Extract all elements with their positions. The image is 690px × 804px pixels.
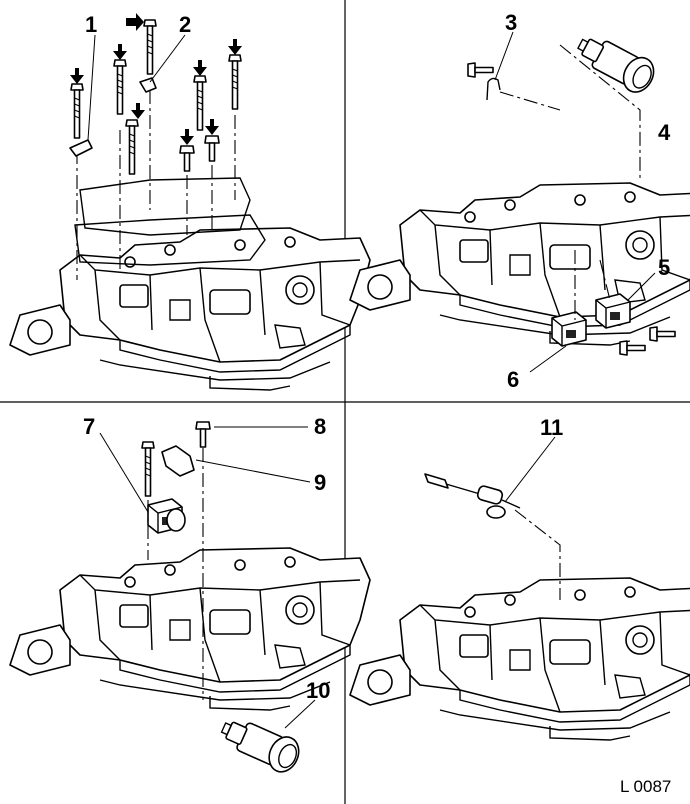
gasket <box>74 214 266 266</box>
clip-3 <box>486 77 501 101</box>
clip-9 <box>161 445 195 477</box>
callout-6: 6 <box>507 367 519 392</box>
separator-plate <box>79 177 251 236</box>
callout-9: 9 <box>314 470 326 495</box>
callout-11: 11 <box>540 415 563 440</box>
callout-4: 4 <box>658 120 671 145</box>
callout-2: 2 <box>179 12 191 37</box>
spring-clip <box>69 139 93 157</box>
panel-top-left: 1 2 <box>9 12 371 391</box>
callout-10: 10 <box>306 678 330 703</box>
callout-8: 8 <box>314 414 326 439</box>
solenoid-4 <box>571 27 661 99</box>
callout-7: 7 <box>83 414 95 439</box>
bolt-group <box>70 19 242 175</box>
bracket-5 <box>595 293 631 329</box>
retaining-clip <box>139 77 157 93</box>
panel-bottom-left: 7 8 9 10 <box>9 414 371 778</box>
callout-5: 5 <box>658 255 670 280</box>
bolt-arrows <box>70 13 242 145</box>
panel-bottom-right: 11 <box>349 415 690 741</box>
callout-1: 1 <box>85 12 97 37</box>
figure-reference: L 0087 <box>620 777 671 796</box>
solenoid-10 <box>215 710 305 778</box>
wiring-harness-11 <box>424 473 521 519</box>
panel-top-right: 3 4 5 6 <box>349 10 690 392</box>
callout-3: 3 <box>505 10 517 35</box>
bracket-6 <box>551 311 587 347</box>
